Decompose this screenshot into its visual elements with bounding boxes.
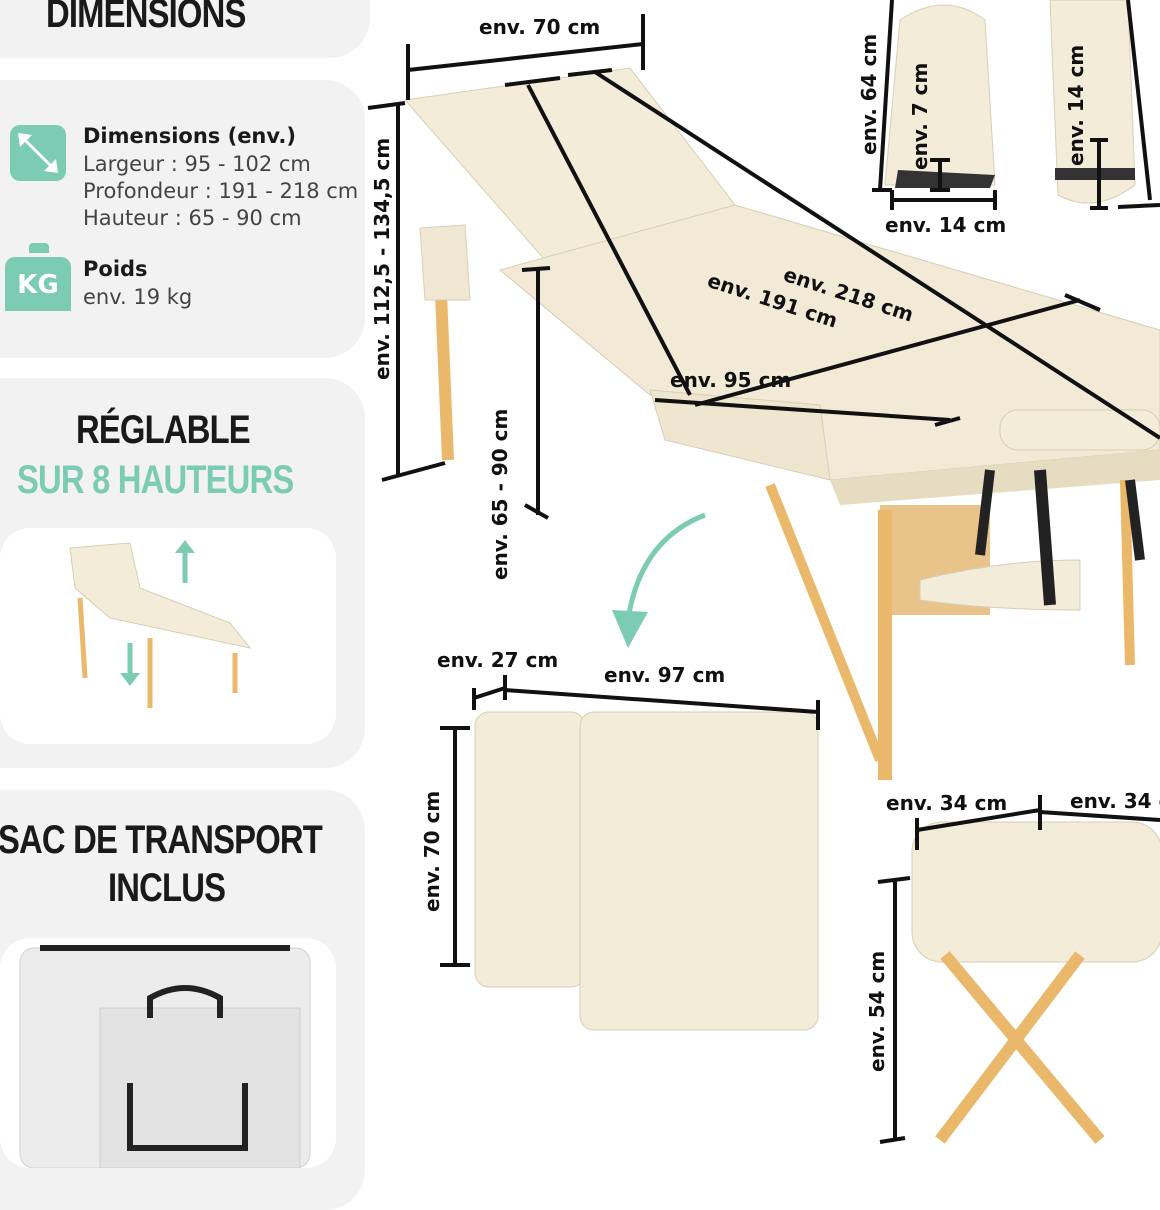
bag-title: SAC DE TRANSPORT xyxy=(0,818,323,862)
measure-bolster-diameter: env. 14 cm xyxy=(1064,44,1088,166)
title-panel xyxy=(0,0,370,58)
adjustable-image xyxy=(0,528,336,744)
measure-folded-width: env. 97 cm xyxy=(604,663,726,687)
measure-backrest-width: env. 70 cm xyxy=(479,15,601,39)
height-spec: Hauteur : 65 - 90 cm xyxy=(83,206,302,230)
measure-table-height: env. 65 - 90 cm xyxy=(488,408,512,580)
illustrations xyxy=(367,0,1160,1144)
dimensions-icon xyxy=(10,125,66,181)
page-title: DIMENSIONS xyxy=(46,0,246,36)
adjustable-subtitle: SUR 8 HAUTEURS xyxy=(17,458,294,502)
bag-image xyxy=(0,938,336,1168)
massage-table-illustration xyxy=(404,67,1160,780)
adjustable-title: RÉGLABLE xyxy=(76,408,251,452)
weight-icon: KG xyxy=(5,243,71,311)
measure-stool-height: env. 54 cm xyxy=(865,950,889,1072)
weight-heading: Poids xyxy=(83,257,148,281)
measure-folded-height: env. 70 cm xyxy=(420,790,444,912)
dimensions-heading: Dimensions (env.) xyxy=(83,124,296,148)
bag-subtitle: INCLUS xyxy=(108,866,226,910)
measure-folded-depth: env. 27 cm xyxy=(437,648,559,672)
measure-stool-width: env. 34 cm xyxy=(886,791,1008,815)
width-spec: Largeur : 95 - 102 cm xyxy=(83,152,311,176)
measure-half-bolster-height: env. 7 cm xyxy=(908,62,932,170)
measure-bolster-length: env. 64 cm xyxy=(857,33,881,155)
measure-stool-depth: env. 34 c xyxy=(1070,789,1160,813)
measure-half-bolster-width: env. 14 cm xyxy=(885,213,1007,237)
measure-total-height: env. 112,5 - 134,5 cm xyxy=(370,137,394,380)
depth-spec: Profondeur : 191 - 218 cm xyxy=(83,179,359,203)
measure-table-width: env. 95 cm xyxy=(670,368,792,392)
weight-spec: env. 19 kg xyxy=(83,285,193,309)
